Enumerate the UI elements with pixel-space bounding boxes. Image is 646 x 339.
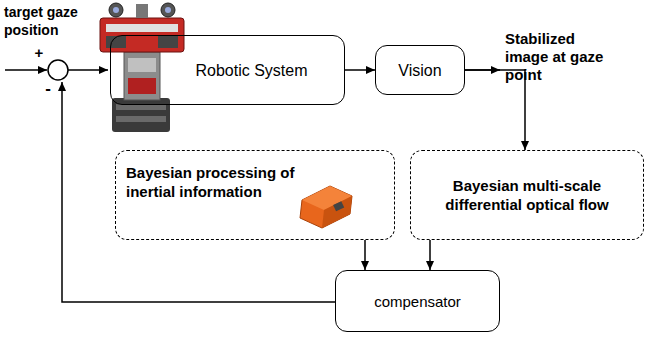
node-text: Robotic System bbox=[195, 61, 307, 80]
connector-arrow bbox=[345, 69, 375, 71]
dashed-process-box: Bayesian processing of inertial informat… bbox=[115, 150, 395, 240]
junction-line bbox=[68, 69, 108, 71]
output-label: Stabilized image at gaze point bbox=[505, 30, 605, 84]
inertial-sensor-illustration bbox=[300, 186, 352, 228]
node-text: Vision bbox=[398, 61, 441, 80]
node-text: Bayesian multi-scale differential optica… bbox=[419, 176, 635, 214]
dashed-process-box: Bayesian multi-scale differential optica… bbox=[410, 150, 644, 240]
output-line bbox=[465, 69, 500, 71]
node-text: Bayesian processing of inertial informat… bbox=[126, 163, 326, 201]
feedback-line bbox=[62, 82, 335, 302]
node-text: compensator bbox=[374, 292, 461, 311]
robot-illustration bbox=[100, 3, 184, 132]
process-box: Vision bbox=[375, 45, 465, 95]
connector-arrow bbox=[364, 240, 366, 270]
sign-label: - bbox=[42, 80, 54, 98]
sign-label: + bbox=[32, 44, 46, 62]
summing-junction bbox=[48, 60, 68, 80]
process-box: compensator bbox=[335, 270, 500, 332]
connector-arrow bbox=[429, 240, 431, 270]
input-label: target gaze position bbox=[4, 3, 104, 39]
input-line bbox=[5, 69, 47, 71]
process-box: Robotic System bbox=[110, 35, 345, 105]
